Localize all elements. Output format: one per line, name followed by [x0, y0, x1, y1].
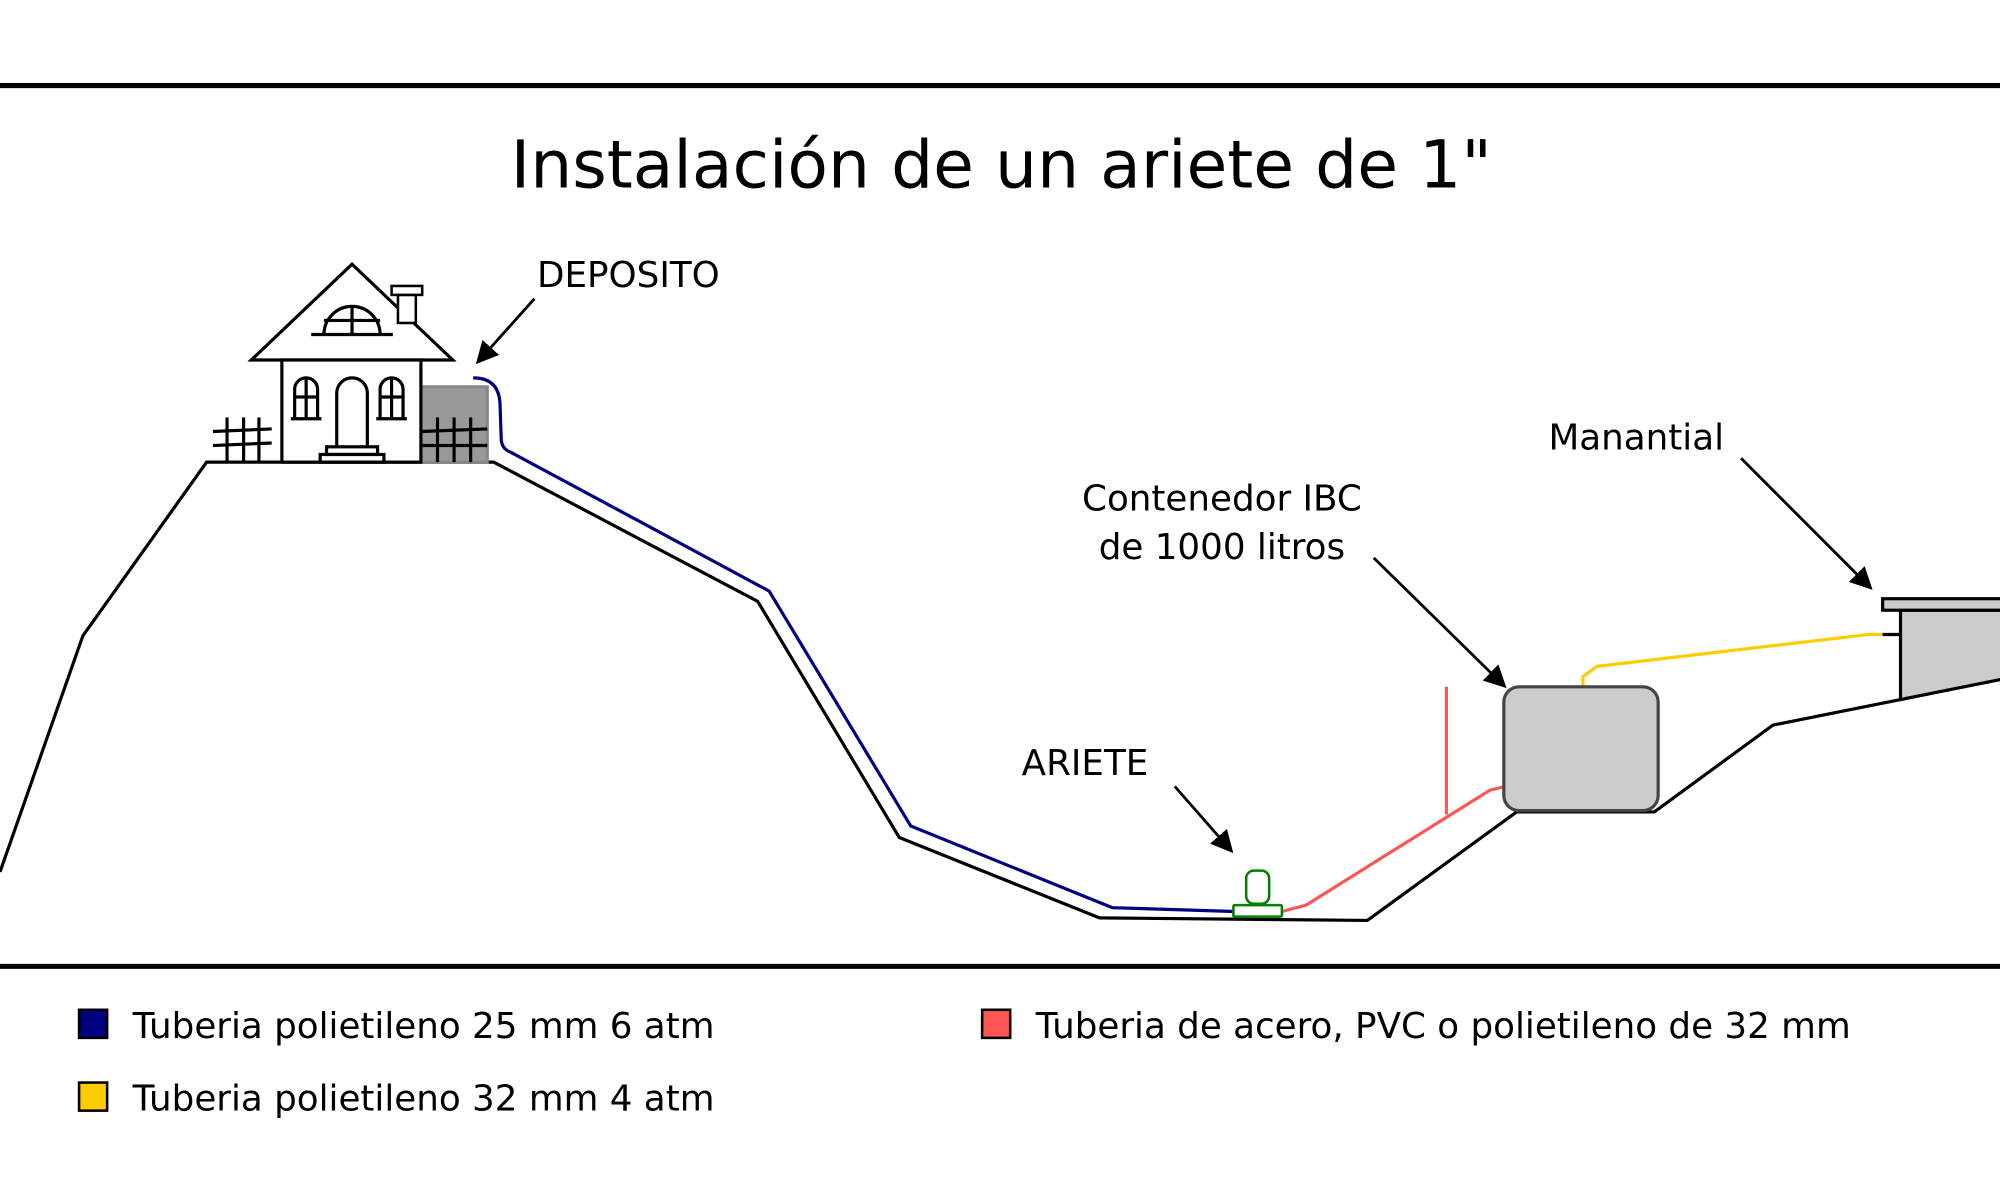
legend-label: Tuberia de acero, PVC o polietileno de 3…	[1035, 1006, 1851, 1047]
legend: Tuberia polietileno 25 mm 6 atm Tuberia …	[77, 1006, 1851, 1120]
label-manantial: Manantial	[1548, 417, 1724, 458]
legend-swatch-yellow	[77, 1081, 109, 1112]
legend-label: Tuberia polietileno 25 mm 6 atm	[132, 1006, 715, 1047]
legend-swatch-blue	[77, 1008, 109, 1040]
label-deposito: DEPOSITO	[537, 255, 720, 296]
terrain-profile	[0, 460, 2000, 923]
drive-pipe-blue	[473, 376, 1235, 914]
label-ibc-line2: de 1000 litros	[1099, 527, 1345, 568]
house-icon	[212, 262, 489, 464]
hydraulic-ram-icon	[1232, 869, 1284, 918]
ibc-arrow	[1372, 556, 1507, 689]
label-ibc-line1: Contenedor IBC	[1082, 479, 1362, 520]
deposito-arrow	[475, 297, 536, 365]
manantial-arrow	[1740, 457, 1873, 590]
spring-box-icon	[1881, 597, 2000, 702]
label-ariete: ARIETE	[1022, 743, 1149, 784]
ibc-container	[1502, 685, 1660, 813]
delivery-pipe-red	[1281, 784, 1506, 914]
legend-swatch-red	[980, 1008, 1012, 1040]
supply-pipe-yellow	[1581, 632, 1883, 687]
diagram-title: Instalación de un ariete de 1"	[511, 126, 1492, 204]
ariete-arrow	[1173, 785, 1234, 854]
legend-label: Tuberia polietileno 32 mm 4 atm	[132, 1079, 715, 1120]
